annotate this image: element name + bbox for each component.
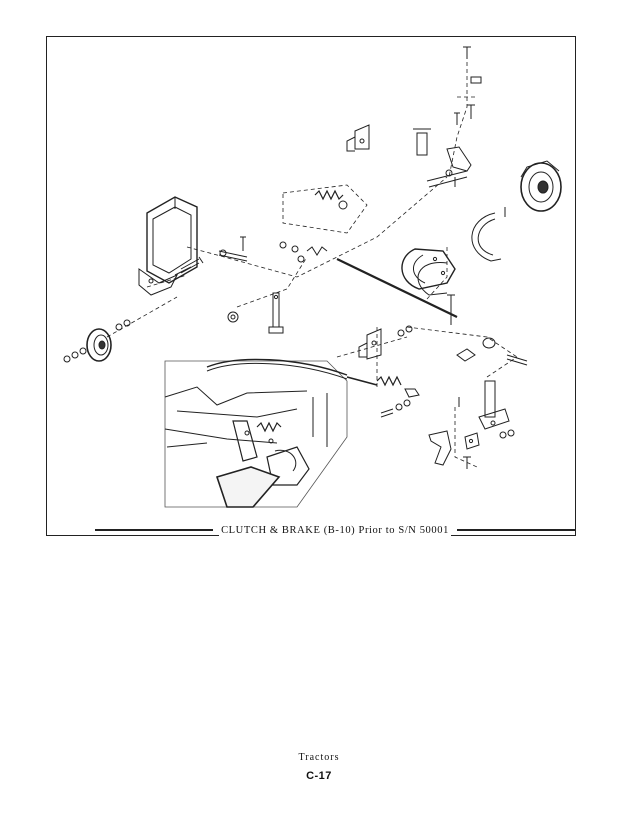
brake-rod <box>336 258 458 325</box>
clutch-link <box>268 292 284 334</box>
middle-bracket <box>358 325 413 360</box>
page-number: C-17 <box>306 770 332 782</box>
clutch-pulley <box>63 319 131 363</box>
upper-lever-arm <box>426 146 472 188</box>
cable-adjuster <box>346 375 420 398</box>
caption-rule-left <box>95 529 214 531</box>
clutch-mounting-frame <box>138 196 198 296</box>
figure-frame: CLUTCH & BRAKE (B-10) Prior to S/N 50001 <box>46 36 576 536</box>
upper-brackets <box>346 124 431 156</box>
inset-installed-view <box>164 358 348 508</box>
right-linkage <box>428 337 528 469</box>
exploded-parts-diagram <box>63 46 562 508</box>
springs <box>306 189 348 256</box>
brake-drum-pulley <box>520 160 562 212</box>
brake-band <box>417 212 502 296</box>
figure-caption: CLUTCH & BRAKE (B-10) Prior to S/N 50001 <box>219 524 451 536</box>
caption-rule-right <box>456 529 576 531</box>
small-hardware-middle <box>380 177 506 418</box>
brake-shoe-bracket <box>401 248 456 290</box>
figure-caption-row: CLUTCH & BRAKE (B-10) Prior to S/N 50001 <box>47 521 576 539</box>
leader-lines <box>106 55 518 468</box>
footer-section-title: Tractors <box>298 752 340 763</box>
small-hardware-left <box>180 236 305 323</box>
top-bolts <box>454 46 482 125</box>
